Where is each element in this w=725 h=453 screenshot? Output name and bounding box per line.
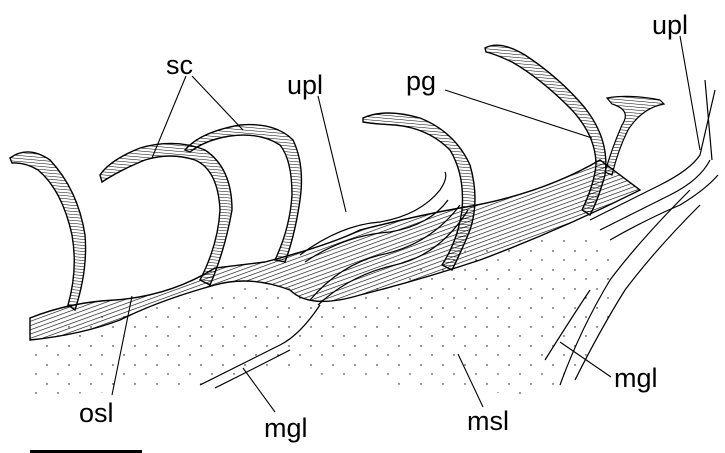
label-msl: msl — [467, 408, 509, 435]
label-sc: sc — [166, 52, 193, 79]
scale-2 — [100, 143, 232, 285]
label-mgl-center: mgl — [264, 415, 308, 442]
label-upl-right: upl — [652, 12, 688, 39]
scale-1 — [10, 152, 86, 310]
label-mgl-right: mgl — [614, 365, 658, 392]
label-upl-center: upl — [287, 72, 323, 99]
label-osl: osl — [79, 400, 114, 427]
scale-3 — [185, 125, 301, 262]
label-pg: pg — [406, 68, 436, 95]
scale-6 — [605, 96, 664, 175]
